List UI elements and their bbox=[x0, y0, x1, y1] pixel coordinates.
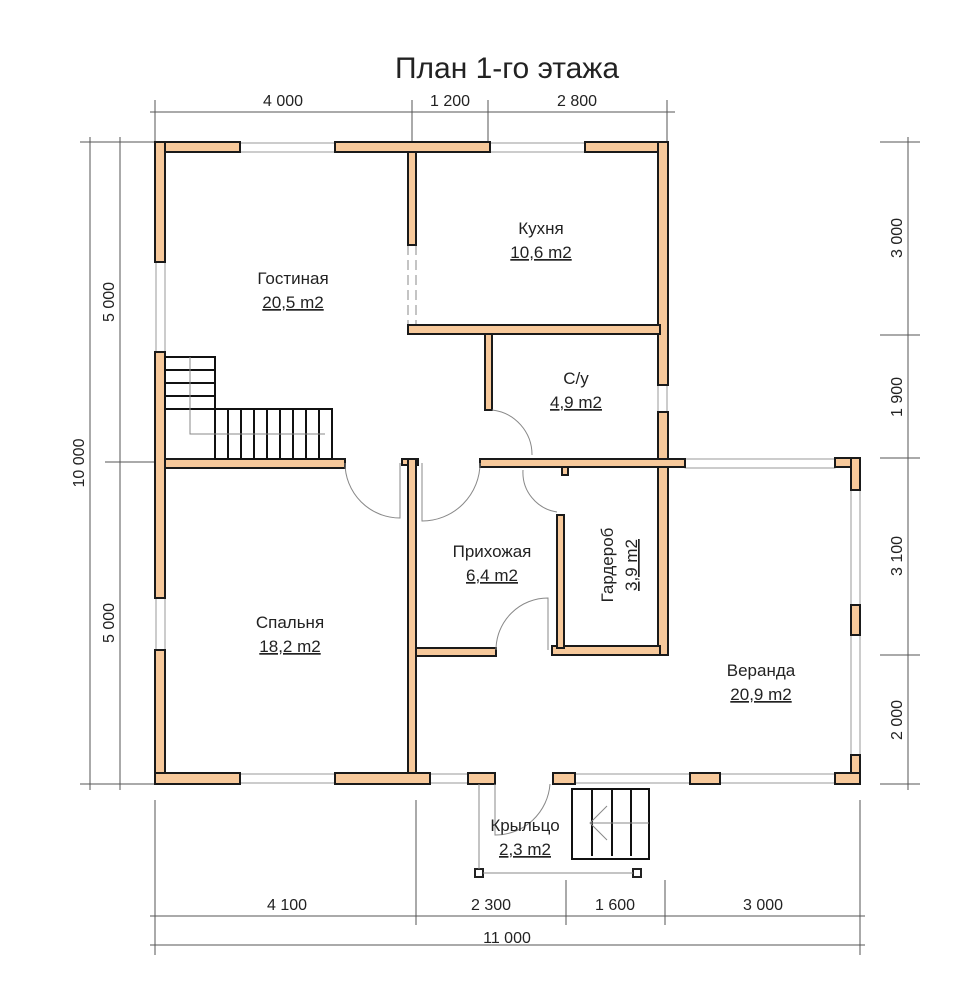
dim-right-2: 1 900 bbox=[889, 377, 906, 417]
dimension-lines bbox=[80, 100, 920, 955]
room-name-porch: Крыльцо bbox=[490, 816, 559, 835]
room-name-bathroom: С/у bbox=[563, 369, 589, 388]
dim-bottom-1: 4 100 bbox=[267, 897, 307, 914]
dim-top-3: 2 800 bbox=[557, 93, 597, 110]
plan-title: План 1-го этажа bbox=[395, 52, 619, 85]
dim-left-1: 5 000 bbox=[101, 282, 118, 322]
room-area-kitchen: 10,6 m2 bbox=[510, 243, 571, 262]
dim-left-2: 5 000 bbox=[101, 603, 118, 643]
dim-bottom-total: 11 000 bbox=[483, 930, 531, 947]
room-area-bathroom: 4,9 m2 bbox=[550, 393, 602, 412]
room-area-living: 20,5 m2 bbox=[262, 293, 323, 312]
room-area-veranda: 20,9 m2 bbox=[730, 685, 791, 704]
room-name-hallway: Прихожая bbox=[453, 542, 532, 561]
dim-right-1: 3 000 bbox=[889, 218, 906, 258]
room-name-kitchen: Кухня bbox=[518, 219, 564, 238]
dim-right-4: 2 000 bbox=[889, 700, 906, 740]
dim-bottom-4: 3 000 bbox=[743, 897, 783, 914]
room-name-living: Гостиная bbox=[257, 269, 328, 288]
door-swings bbox=[344, 409, 558, 836]
dim-right-3: 3 100 bbox=[889, 536, 906, 576]
walls bbox=[154, 141, 861, 785]
dim-top-2: 1 200 bbox=[430, 93, 470, 110]
dim-left-total: 10 000 bbox=[71, 438, 88, 487]
room-area-bedroom: 18,2 m2 bbox=[259, 637, 320, 656]
room-name-veranda: Веранда bbox=[727, 661, 796, 680]
room-area-hallway: 6,4 m2 bbox=[466, 566, 518, 585]
dim-top-1: 4 000 bbox=[263, 93, 303, 110]
room-area-wardrobe: 3,9 m2 bbox=[622, 539, 641, 591]
room-name-wardrobe: Гардероб bbox=[598, 527, 617, 602]
staircase bbox=[164, 356, 650, 878]
dim-bottom-3: 1 600 bbox=[595, 897, 635, 914]
room-area-porch: 2,3 m2 bbox=[499, 840, 551, 859]
room-name-bedroom: Спальня bbox=[256, 613, 324, 632]
dim-bottom-2: 2 300 bbox=[471, 897, 511, 914]
